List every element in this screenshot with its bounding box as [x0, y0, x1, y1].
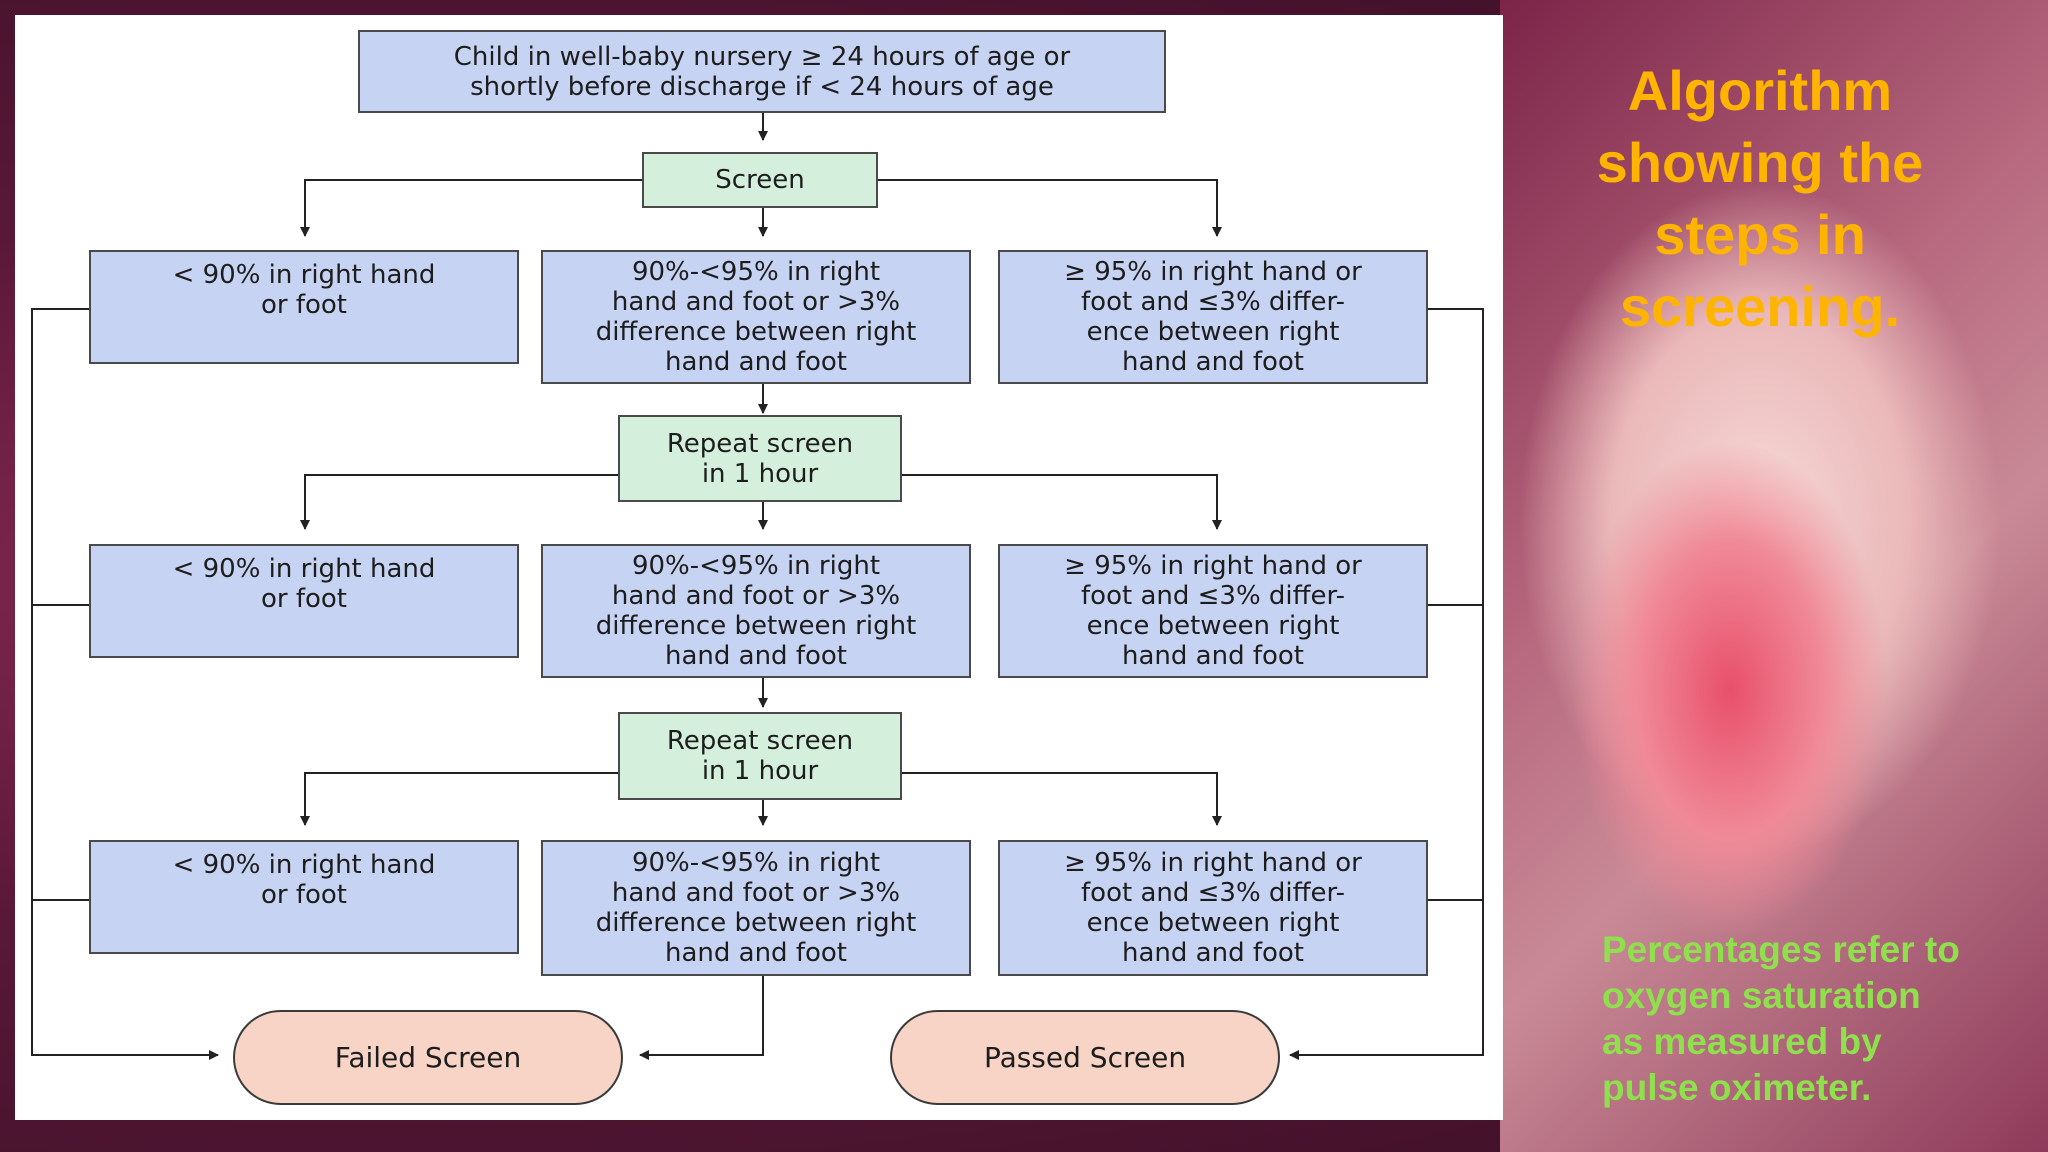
fail-criteria-box-3: < 90% in right hand or foot: [89, 840, 519, 954]
start-box: Child in well-baby nursery ≥ 24 hours of…: [358, 30, 1166, 113]
mid-criteria-box-3: 90%-<95% in right hand and foot or >3% d…: [541, 840, 971, 976]
repeat-screen-box-2: Repeat screen in 1 hour: [618, 712, 902, 800]
background-photo: [1500, 0, 2048, 1152]
slide-title: Algorithm showing the steps in screening…: [1596, 59, 1924, 338]
screen-box: Screen: [642, 152, 878, 208]
fail-criteria-box-1: < 90% in right hand or foot: [89, 250, 519, 364]
passed-screen-terminal: Passed Screen: [890, 1010, 1280, 1105]
pass-criteria-box-1: ≥ 95% in right hand or foot and ≤3% diff…: [998, 250, 1428, 384]
pass-criteria-box-3: ≥ 95% in right hand or foot and ≤3% diff…: [998, 840, 1428, 976]
fail-criteria-box-2: < 90% in right hand or foot: [89, 544, 519, 658]
repeat-screen-box-1: Repeat screen in 1 hour: [618, 415, 902, 502]
mid-criteria-box-2: 90%-<95% in right hand and foot or >3% d…: [541, 544, 971, 678]
mid-criteria-box-1: 90%-<95% in right hand and foot or >3% d…: [541, 250, 971, 384]
pass-criteria-box-2: ≥ 95% in right hand or foot and ≤3% diff…: [998, 544, 1428, 678]
failed-screen-terminal: Failed Screen: [233, 1010, 623, 1105]
footnote: Percentages refer to oxygen saturation a…: [1602, 929, 1960, 1108]
